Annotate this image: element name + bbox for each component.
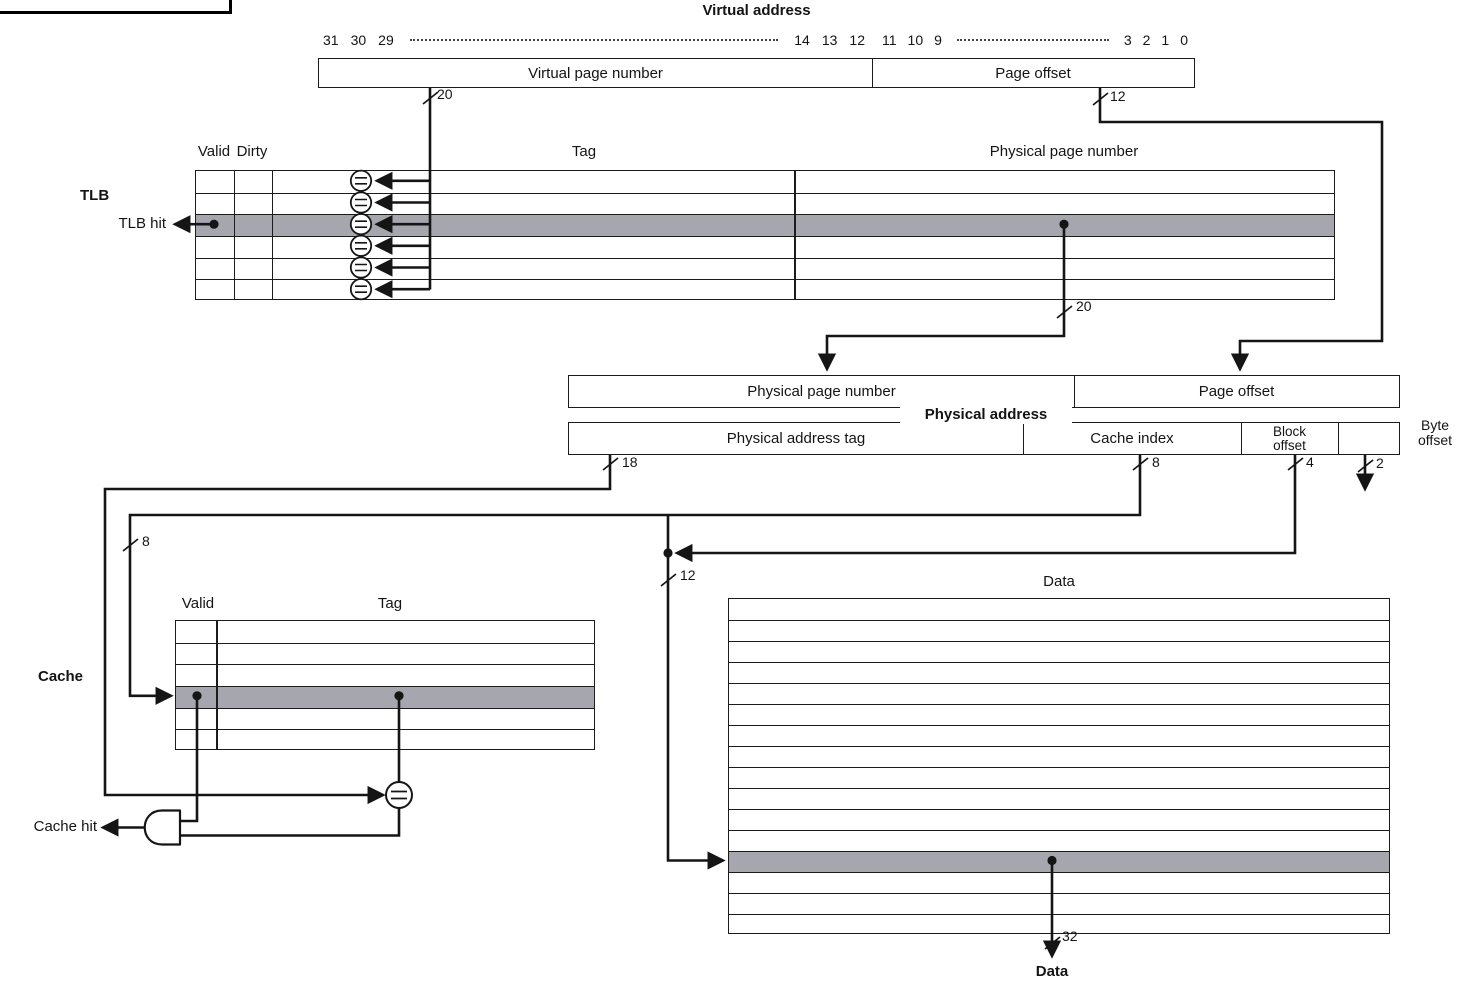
tlb-col-ppn-header: Physical page number [989,143,1139,160]
bit-ellipsis [409,39,779,41]
bit-31: 31 [323,32,339,48]
bit-1: 1 [1161,32,1170,48]
pa-block-width-label: 4 [1306,454,1314,470]
bit-14: 14 [794,32,810,48]
tlb-tag-ppn-divider [794,171,796,299]
vpn-width-label: 20 [437,86,453,102]
cache-hit-label: Cache hit [33,818,97,835]
and-gate-icon [143,809,182,846]
bit-13: 13 [821,32,838,48]
block-offset-field-text: Block offset [1272,423,1306,453]
page-offset-width-label: 12 [1110,88,1126,104]
data-array-table [728,598,1390,934]
cache-label: Cache [38,668,84,685]
tlb-col-dirty-header: Dirty [236,143,268,160]
virtual-address-field-divider [872,59,873,87]
pa-index-block-divider [1241,423,1242,454]
pa-tag-width-label: 18 [622,454,638,470]
byte-offset-label: Byte offset [1418,417,1452,448]
bit-11: 11 [882,32,897,48]
data-output-width-label: 32 [1062,928,1078,944]
virtual-address-bit-labels-low: 11 10 9 3 2 1 0 [882,32,1188,48]
tlb-col-tag-header: Tag [571,143,597,160]
block-offset-wire [674,455,1297,563]
virtual-page-number-field: Virtual page number [528,64,663,82]
bit-2: 2 [1142,32,1151,48]
virtual-address-register: Virtual page number Page offset [318,58,1195,88]
pa-byte-width-label: 2 [1376,455,1384,471]
block-offset-field: Block offset [1241,423,1338,454]
tlb-hit-label: TLB hit [118,215,166,232]
bit-ellipsis [956,39,1109,41]
pa-tag-index-divider [1023,423,1024,454]
tlb-table [195,170,1335,300]
tlb-label: TLB [80,187,110,204]
comparator-output-wire [180,808,401,837]
data-index-width-label: 12 [680,567,696,583]
tlb-ppn-width-label: 20 [1076,298,1092,314]
bit-0: 0 [1180,32,1188,48]
data-array-header: Data [1043,573,1075,590]
physical-page-number-field: Physical page number [747,383,896,400]
cache-index-width-label: 8 [142,533,150,549]
physical-address-label: Physical address [900,406,1072,424]
bit-10: 10 [907,32,924,48]
tlb-valid-column-divider [234,171,235,299]
cache-col-tag-header: Tag [377,595,403,612]
bit-3: 3 [1123,32,1132,48]
virtual-address-bit-labels-high: 31 30 29 14 13 12 [323,32,865,48]
tlb-col-valid-header: Valid [197,143,231,160]
pa-index-width-label: 8 [1152,454,1160,470]
cache-selected-row [176,686,594,708]
tlb-dirty-column-divider [272,171,273,299]
data-selected-row [729,851,1389,872]
cache-tag-comparator-icon [385,781,413,809]
cache-index-field: Cache index [1090,430,1174,447]
bit-29: 29 [378,32,394,48]
page-offset-field: Page offset [995,64,1071,82]
tlb-selected-row [196,214,1334,236]
physical-address-bottom-row: Physical address tag Cache index Block o… [568,422,1400,455]
bit-9: 9 [934,32,942,48]
physical-address-top-divider [1074,376,1075,407]
cache-col-valid-header: Valid [181,595,215,612]
data-index-wire [666,553,726,870]
physical-address-top-row: Physical page number Page offset [568,375,1400,408]
data-output-label: Data [1035,963,1069,980]
cache-tag-table [175,620,595,750]
top-left-cropped-box [0,0,232,14]
physical-page-offset-field: Page offset [1198,383,1275,400]
virtual-address-title: Virtual address [702,2,811,19]
cache-valid-tag-divider [216,621,218,749]
index-block-junction-dot [663,548,673,558]
physical-address-tag-field: Physical address tag [726,430,866,447]
byte-offset-field [1338,423,1401,454]
pa-block-byte-divider [1338,423,1339,454]
bit-12: 12 [849,32,865,48]
bit-30: 30 [350,32,367,48]
